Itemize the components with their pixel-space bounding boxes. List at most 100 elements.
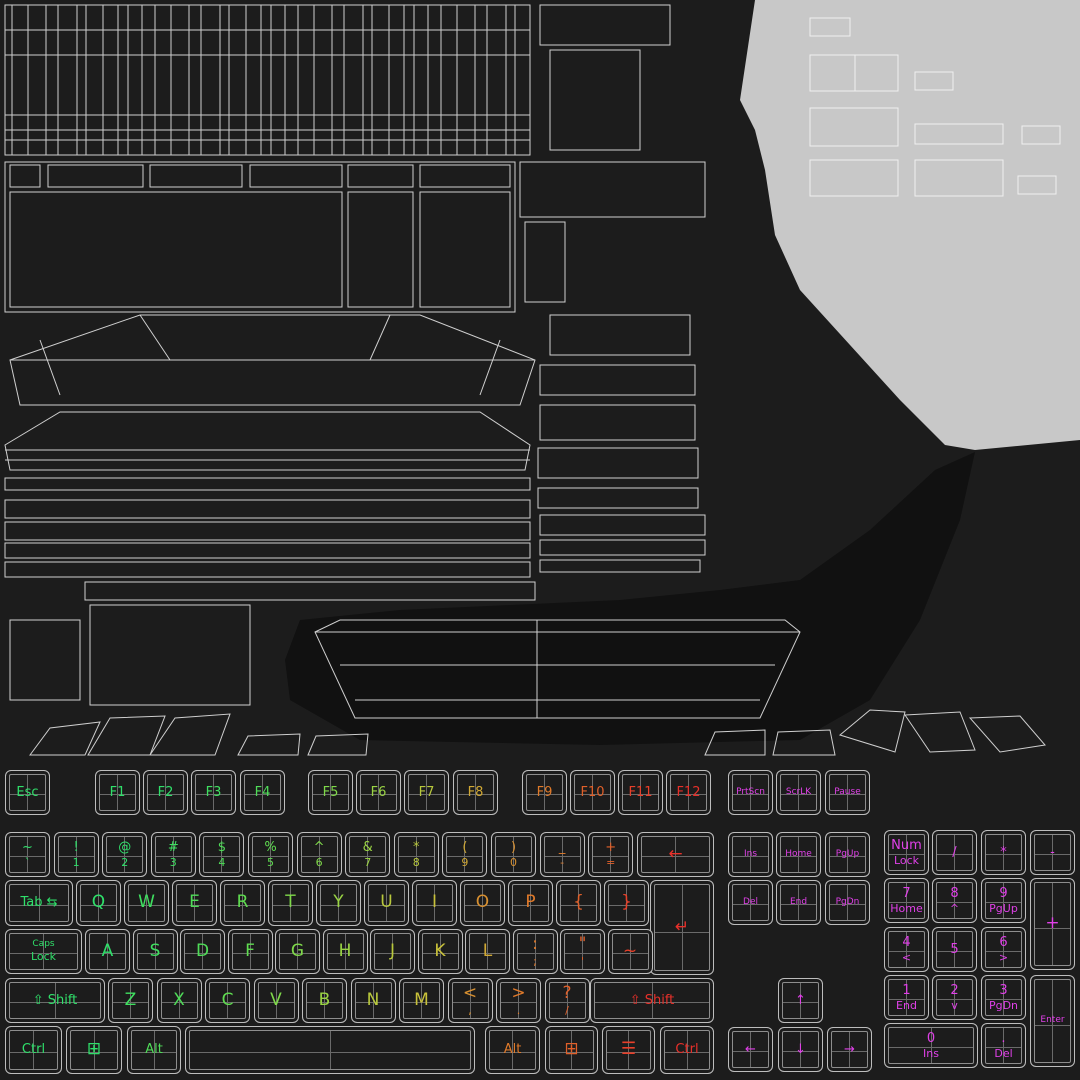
key-sublabel: ` <box>24 855 31 869</box>
key-label: Del <box>743 896 758 907</box>
key-: #3 <box>150 832 196 877</box>
key-tab: Tab ⇆ <box>5 880 73 926</box>
key-sublabel: > <box>998 950 1009 964</box>
shadow-region <box>285 452 975 745</box>
key-f4: F4 <box>240 770 285 815</box>
key-: $4 <box>199 832 245 877</box>
key-: !1 <box>53 832 99 877</box>
key-: ~ <box>607 929 653 974</box>
key-sublabel: - <box>560 855 565 869</box>
key-label: PgDn <box>835 896 860 907</box>
key-u: U <box>364 880 409 926</box>
key-scrlk: ScrLK <box>776 770 821 815</box>
key-f2: F2 <box>143 770 188 815</box>
key-sublabel: 2 <box>121 855 129 869</box>
key-ctrl: Ctrl <box>5 1026 62 1074</box>
key-label: ⊞ <box>86 1039 102 1060</box>
key-label: Alt <box>503 1042 522 1058</box>
key-label: Y <box>333 892 344 913</box>
key-label: T <box>285 892 296 913</box>
key-label: O <box>475 892 490 913</box>
key-label: ) <box>510 839 517 855</box>
key-v: V <box>253 978 299 1023</box>
key-: )0 <box>491 832 536 877</box>
key-label: J <box>389 940 395 961</box>
key-sublabel: Del <box>994 1046 1013 1060</box>
key-8: 8^ <box>932 878 977 923</box>
key-label: Esc <box>16 784 39 800</box>
key-sublabel: Home <box>890 901 923 915</box>
key-label: * <box>1000 844 1007 860</box>
key-f: F <box>227 929 273 974</box>
key-z: Z <box>108 978 153 1023</box>
key-label: ↵ <box>674 916 690 937</box>
key-: ~` <box>5 832 50 877</box>
key-sublabel: 0 <box>510 855 517 869</box>
key-del: Del <box>728 880 773 925</box>
key-: { <box>556 880 601 926</box>
key-label: $ <box>217 839 227 855</box>
key-f8: F8 <box>453 770 498 815</box>
key-: .Del <box>981 1023 1026 1068</box>
key-sublabel: 4 <box>218 855 226 869</box>
key-m: M <box>399 978 444 1023</box>
key-sublabel: . <box>516 1003 521 1017</box>
key-label: Tab ⇆ <box>20 895 58 911</box>
uv-island-gray <box>740 0 1080 450</box>
key-: ← <box>728 1027 773 1072</box>
key-f5: F5 <box>308 770 353 815</box>
key-label: + <box>1045 913 1060 934</box>
key-o: O <box>460 880 505 926</box>
key-b: B <box>302 978 347 1023</box>
key-end: End <box>776 880 821 925</box>
key-label: @ <box>118 839 132 855</box>
key-label: ! <box>73 839 79 855</box>
key-home: Home <box>776 832 821 877</box>
key-label: " <box>578 933 587 954</box>
key-label: Caps <box>32 939 55 949</box>
key-6: 6> <box>981 927 1026 972</box>
key-label: _ <box>558 839 566 855</box>
key-label: Z <box>124 989 137 1010</box>
key-label: ↑ <box>795 992 806 1008</box>
key-label: 8 <box>950 885 959 901</box>
key-h: H <box>322 929 368 974</box>
key-sublabel: 8 <box>412 855 420 869</box>
key-label: Enter <box>1040 1015 1065 1026</box>
key-label: M <box>414 989 429 1010</box>
key-: ^6 <box>296 832 342 877</box>
key-label: ~ <box>622 940 638 961</box>
key-label: } <box>621 892 632 913</box>
key-e: E <box>172 880 217 926</box>
key-4: 4< <box>884 927 929 972</box>
key-alt: Alt <box>127 1026 181 1074</box>
key-: ⊞ <box>66 1026 122 1074</box>
key-: >. <box>496 978 541 1023</box>
key-label: F8 <box>467 784 484 800</box>
key-label: B <box>318 989 331 1010</box>
key-label: 2 <box>950 982 959 998</box>
gray-island-rects <box>809 17 1061 197</box>
key-n: N <box>350 978 396 1023</box>
key-label: D <box>195 940 210 961</box>
key-: @2 <box>102 832 148 877</box>
key-label: F7 <box>418 784 435 800</box>
key-: ?/ <box>544 978 590 1023</box>
key-label: F6 <box>370 784 387 800</box>
key-label: < <box>462 982 478 1003</box>
key-: *8 <box>393 832 439 877</box>
key-shift: ⇧ Shift <box>5 978 105 1023</box>
key-ins: Ins <box>728 832 773 877</box>
key-f7: F7 <box>404 770 449 815</box>
key-shift: ⇧ Shift <box>590 978 714 1023</box>
key-label: X <box>173 989 185 1010</box>
key-label: F9 <box>536 784 553 800</box>
key-label: F2 <box>157 784 174 800</box>
key-label: 7 <box>902 885 911 901</box>
key-label: 0 <box>926 1030 936 1046</box>
key-: + <box>1030 878 1075 970</box>
key-t: T <box>268 880 313 926</box>
key-enter: Enter <box>1030 975 1075 1067</box>
